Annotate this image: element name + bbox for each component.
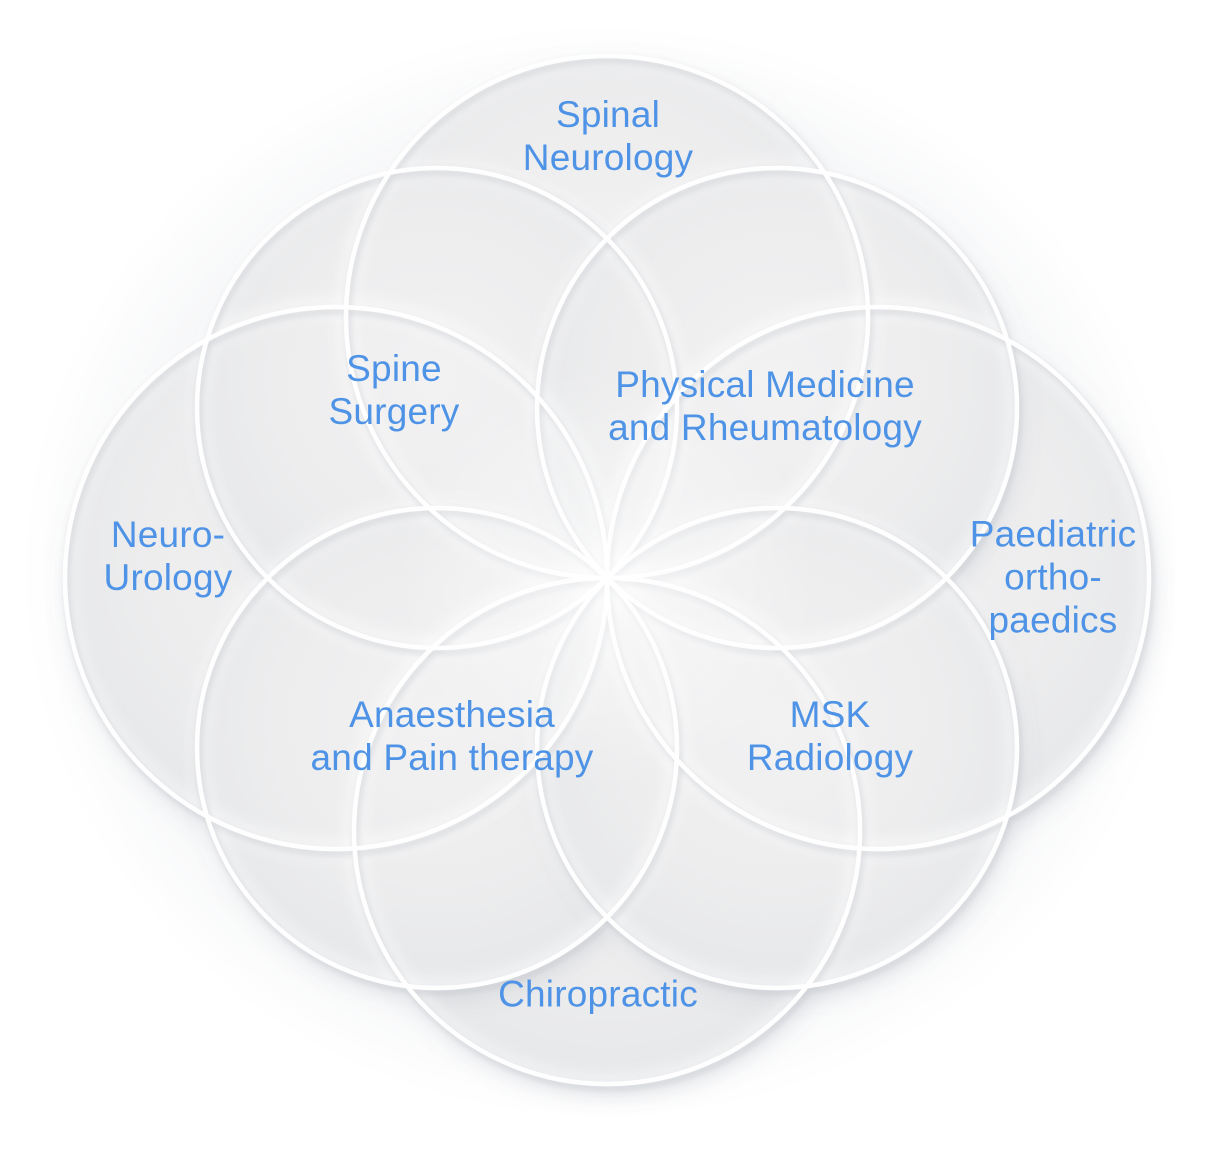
- center-glow: [397, 368, 817, 788]
